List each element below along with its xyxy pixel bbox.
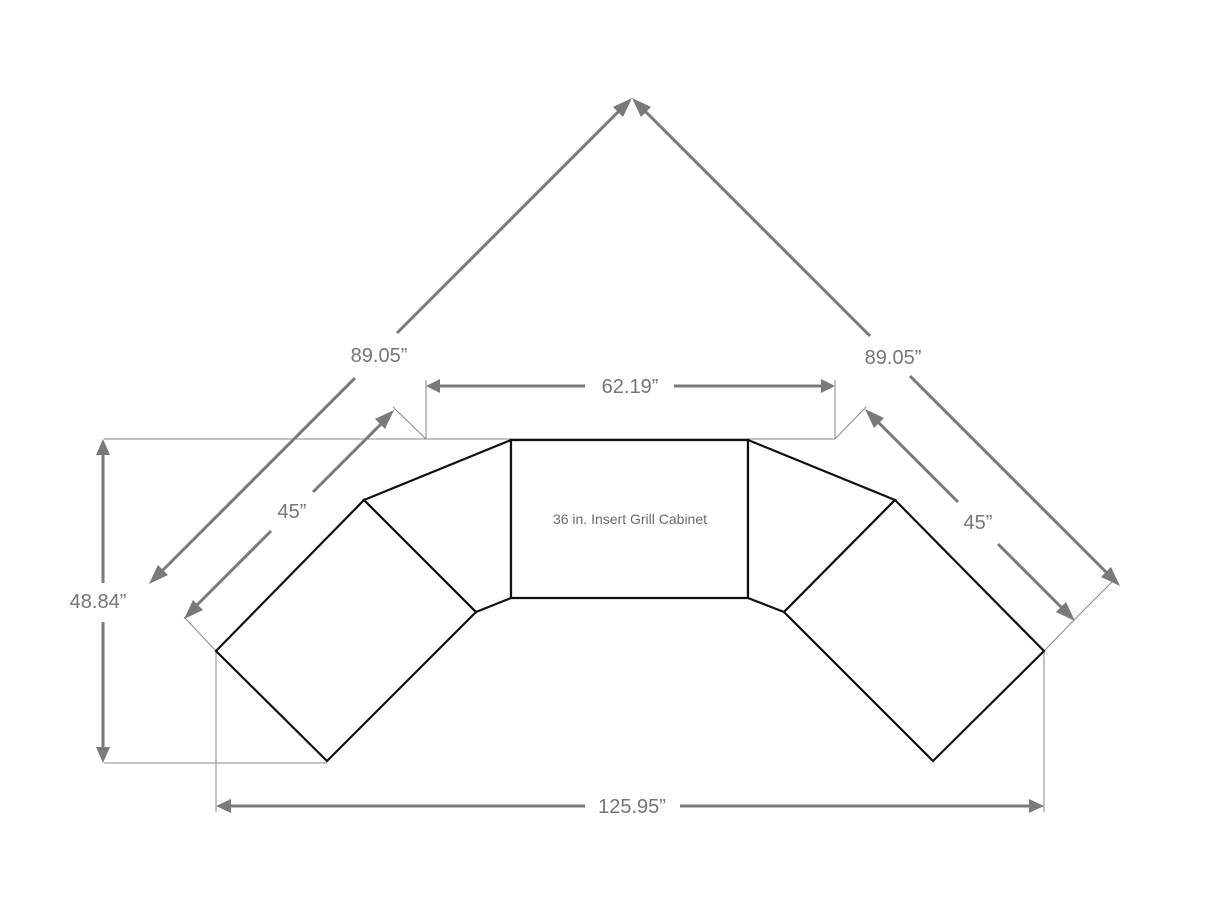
height-arrow-bottom — [96, 747, 110, 763]
right-diagonal-arrow-bottom — [1101, 567, 1120, 586]
left-diagonal-dimension-line-lower — [158, 376, 357, 575]
left-diagonal-dimension-line-upper — [395, 106, 624, 335]
right-depth-arrow-top — [865, 409, 884, 428]
height-arrow-top — [96, 439, 110, 455]
left-depth-arrow-bottom — [184, 600, 203, 619]
right-diagonal-dimension-line-lower — [908, 374, 1111, 577]
right-diagonal-dimension-line-upper — [640, 106, 872, 338]
left-depth-dimension-line-upper — [311, 418, 387, 494]
right-depth-label: 45” — [964, 512, 993, 534]
left-diagonal-label: 89.05” — [351, 345, 408, 367]
left-depth-dimension-line-lower — [192, 529, 273, 610]
right-diagonal-label: 89.05” — [865, 347, 922, 369]
left-diagonal-arrow-bottom — [149, 565, 168, 584]
left-45-extension-bottom — [183, 616, 217, 652]
right-diagonal-arrow-top — [632, 98, 651, 117]
bottom-width-arrow-right — [1029, 799, 1044, 813]
top-width-label: 62.19” — [602, 376, 659, 398]
dimension-labels: 89.05” 89.05” 62.19” 45” 45” 48.84” 125.… — [70, 345, 993, 818]
height-label: 48.84” — [70, 591, 127, 613]
left-45-extension-top — [392, 406, 427, 440]
right-depth-dimension-line-upper — [874, 418, 960, 504]
bottom-width-label: 125.95” — [598, 796, 666, 818]
right-depth-dimension-line-lower — [996, 542, 1066, 612]
right-45-extension-bottom — [1043, 619, 1075, 652]
top-width-arrow-right — [821, 379, 835, 393]
dimension-lines — [96, 98, 1120, 813]
right-corner-cabinet — [782, 498, 1046, 763]
left-depth-label: 45” — [278, 501, 307, 523]
right-45-extension-top — [834, 406, 867, 440]
left-diagonal-arrow-top — [613, 98, 632, 117]
right-depth-arrow-bottom — [1056, 602, 1075, 621]
center-cabinet-label: 36 in. Insert Grill Cabinet — [553, 511, 707, 527]
bottom-width-arrow-left — [216, 799, 231, 813]
top-width-arrow-left — [426, 379, 440, 393]
left-depth-arrow-top — [375, 410, 394, 429]
cabinet-layout — [214, 438, 1046, 763]
right-89-extension-bottom — [1073, 581, 1113, 621]
